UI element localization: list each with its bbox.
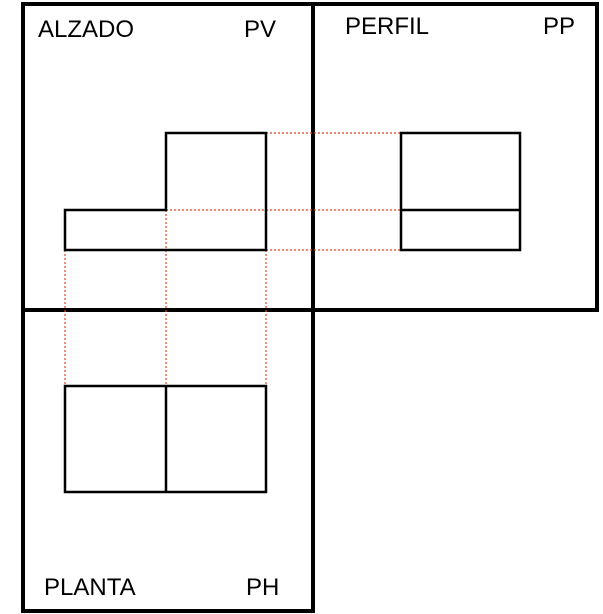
side-view-shape (399, 131, 522, 252)
top-view-shape (63, 384, 268, 494)
perfil-title: PERFIL (345, 13, 429, 40)
alzado-code: PV (244, 16, 276, 43)
side-view-outline (399, 131, 522, 252)
frame-perfil (311, 2, 599, 312)
front-view-shape (63, 131, 268, 252)
planta-title: PLANTA (44, 574, 136, 601)
projection-lines (64, 132, 401, 386)
perfil-code: PP (543, 13, 575, 40)
frame-planta (21, 308, 315, 613)
planta-code: PH (246, 574, 279, 601)
frame-alzado (21, 2, 315, 312)
front-view-outline (63, 131, 268, 252)
alzado-title: ALZADO (38, 16, 134, 43)
